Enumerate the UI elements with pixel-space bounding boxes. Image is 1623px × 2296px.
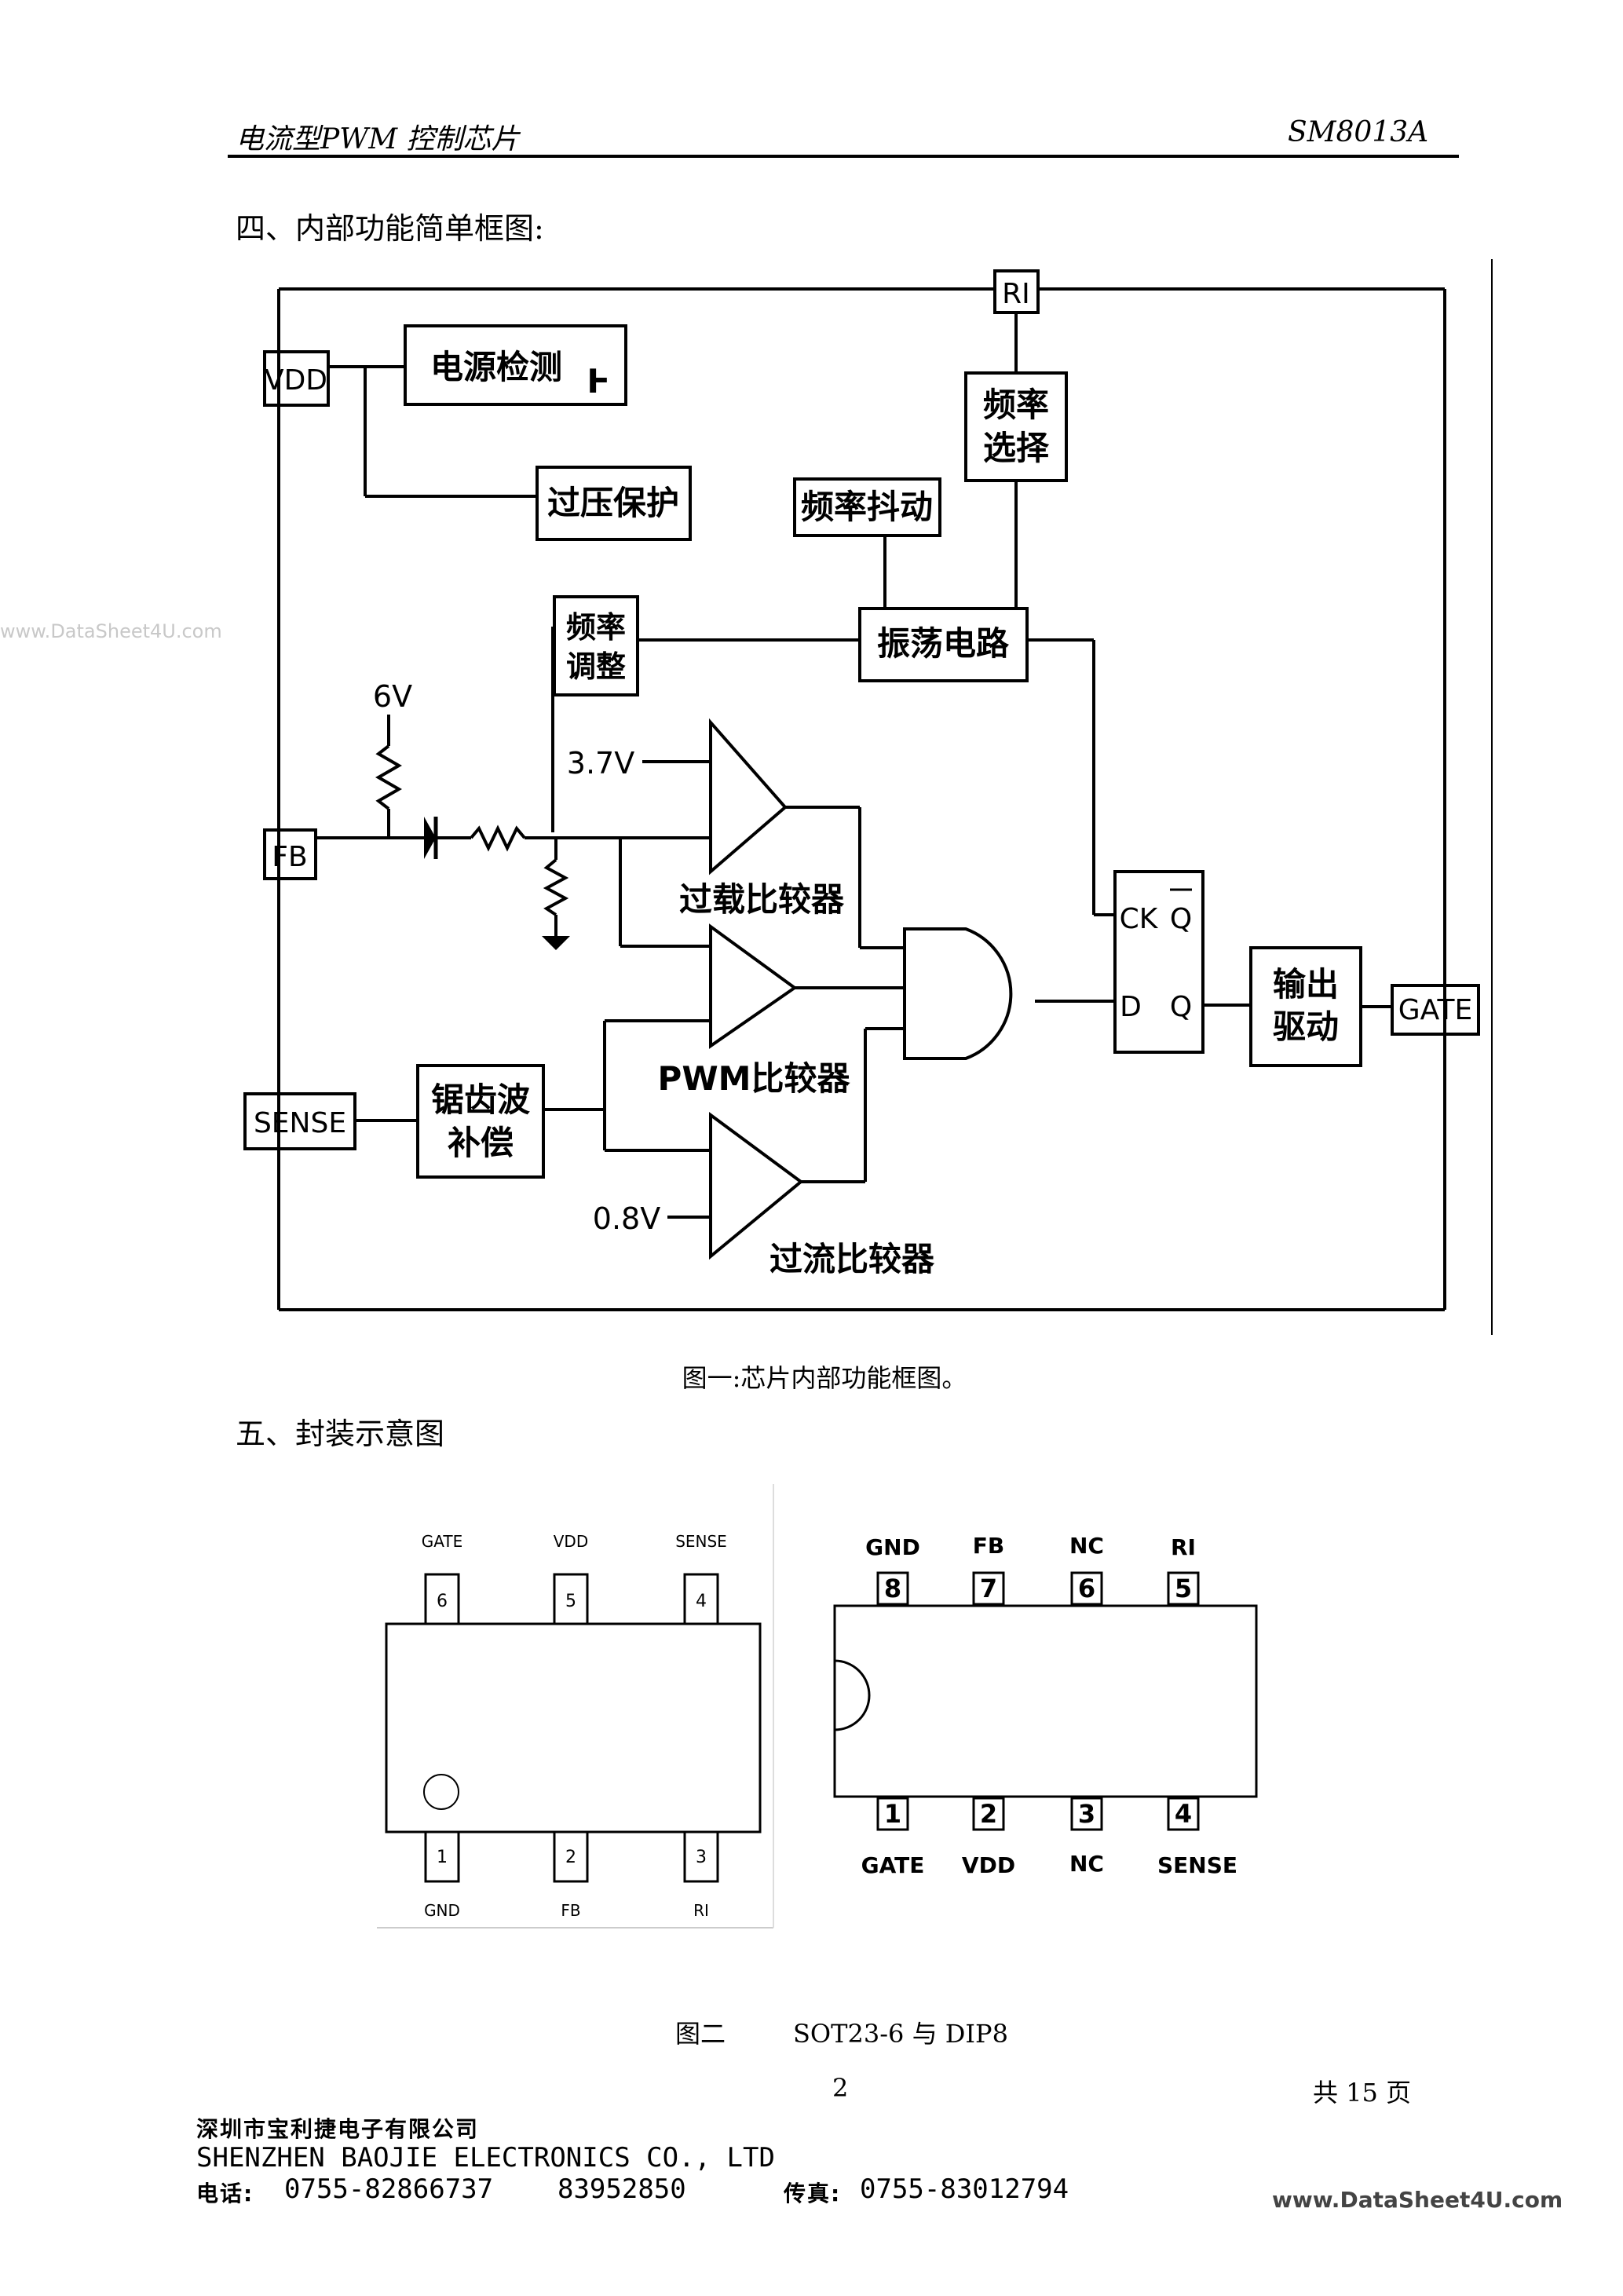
side-watermark: www.DataSheet4U.com — [0, 620, 222, 642]
freq-adjust-label-2: 调整 — [566, 649, 626, 684]
dip-bottom-label-2: VDD — [962, 1852, 1015, 1878]
footer-company-cn: 深圳市宝利捷电子有限公司 — [196, 2116, 480, 2142]
sawtooth-label-1: 锯齿波 — [431, 1080, 530, 1119]
sot-top-label-2: VDD — [554, 1532, 588, 1551]
sot-pin-5: 5 — [565, 1592, 576, 1611]
ff-ck-label: CK — [1120, 903, 1159, 935]
ref-3v7-label: 3.7V — [567, 746, 634, 781]
ff-qbar-label: Q — [1170, 903, 1192, 935]
dip-pin-3: 3 — [1078, 1799, 1095, 1829]
sot-pin-3: 3 — [696, 1848, 707, 1867]
dip-pin-1: 1 — [884, 1799, 901, 1829]
sot-pin-4: 4 — [696, 1592, 707, 1611]
ref-0v8-label: 0.8V — [593, 1201, 660, 1236]
freq-select-label-2: 选择 — [983, 429, 1050, 467]
output-drive-label-2: 驱动 — [1273, 1007, 1339, 1046]
sot-pin-1: 1 — [437, 1848, 448, 1867]
header-title: 电流型PWM 控制芯片 — [236, 123, 520, 155]
footer-phone-label: 电话: — [196, 2181, 254, 2206]
dip8-package: GND FB NC RI 8 7 6 5 1 2 3 4 GATE VDD NC… — [833, 1533, 1258, 1878]
fb-pin-label: FB — [272, 841, 307, 873]
dip-bottom-label-3: NC — [1069, 1851, 1104, 1877]
dip-pin-5: 5 — [1175, 1574, 1192, 1603]
sot-bottom-label-1: GND — [424, 1901, 460, 1920]
dip-top-label-3: NC — [1069, 1533, 1104, 1559]
freq-adjust-label-1: 频率 — [566, 610, 626, 645]
page-total: 共 15 页 — [1313, 2078, 1412, 2108]
dip-top-label-4: RI — [1171, 1534, 1196, 1560]
block-diagram: VDD RI FB SENSE GATE 电源检测 Ⱶ 过压保护 频率抖动 频率… — [243, 259, 1493, 1335]
freq-select-label-1: 频率 — [983, 386, 1049, 424]
sot-top-label-1: GATE — [422, 1532, 462, 1551]
figure1-caption: 图一:芯片内部功能框图。 — [682, 1363, 967, 1393]
dip-top-label-2: FB — [973, 1533, 1004, 1559]
pulse-symbol: Ⱶ — [587, 362, 609, 400]
sawtooth-label-2: 补偿 — [448, 1124, 514, 1162]
section5-title: 五、封装示意图 — [236, 1417, 445, 1451]
sot23-package: GATE VDD SENSE 6 5 4 1 2 3 GND FB RI — [377, 1484, 774, 1929]
ff-q-label: Q — [1170, 991, 1192, 1023]
ri-pin-label: RI — [1002, 278, 1030, 310]
overload-comparator-label: 过载比较器 — [679, 880, 845, 919]
header-rule — [228, 155, 1459, 158]
freq-jitter-label: 频率抖动 — [801, 488, 933, 526]
section4-title: 四、内部功能简单框图: — [236, 211, 544, 246]
dip-bottom-label-4: SENSE — [1157, 1852, 1237, 1878]
figure2-caption-label: 图二 — [675, 2019, 726, 2049]
footer-company-en: SHENZHEN BAOJIE ELECTRONICS CO., LTD — [196, 2142, 775, 2174]
gate-pin-label: GATE — [1398, 994, 1472, 1026]
oscillator-label: 振荡电路 — [877, 624, 1010, 663]
figure2-caption-text: SOT23-6 与 DIP8 — [793, 2019, 1008, 2049]
dip-pin-6: 6 — [1078, 1574, 1095, 1603]
footer-fax-label: 传真: — [784, 2181, 842, 2206]
sot-bottom-label-3: RI — [693, 1901, 709, 1920]
footer-watermark: www.DataSheet4U.com — [1272, 2187, 1563, 2213]
header-part-number: SM8013A — [1288, 116, 1429, 148]
sot-top-label-3: SENSE — [675, 1532, 727, 1551]
dip-pin-2: 2 — [980, 1799, 997, 1829]
sot-pin-6: 6 — [437, 1592, 448, 1611]
power-detect-label: 电源检测 — [430, 348, 562, 386]
ovp-label: 过压保护 — [547, 484, 679, 522]
sot-pin-2: 2 — [565, 1848, 576, 1867]
sense-pin-label: SENSE — [254, 1107, 346, 1139]
ff-d-label: D — [1120, 991, 1142, 1023]
dip-pin-8: 8 — [884, 1574, 901, 1603]
footer-fax: 0755-83012794 — [860, 2174, 1069, 2205]
output-drive-label-1: 输出 — [1273, 965, 1339, 1004]
pwm-comparator-label: PWM比较器 — [658, 1059, 851, 1098]
dip-pin-7: 7 — [980, 1574, 997, 1603]
dip-top-label-1: GND — [865, 1534, 920, 1560]
six-volt-label: 6V — [373, 679, 412, 714]
sot-bottom-label-2: FB — [561, 1901, 580, 1920]
dip-pin-4: 4 — [1175, 1799, 1192, 1829]
footer-phone: 0755-82866737 83952850 — [284, 2174, 686, 2205]
page-number: 2 — [832, 2073, 849, 2103]
overcurrent-comparator-label: 过流比较器 — [769, 1240, 935, 1278]
dip-bottom-label-1: GATE — [861, 1852, 925, 1878]
vdd-pin-label: VDD — [265, 364, 327, 397]
